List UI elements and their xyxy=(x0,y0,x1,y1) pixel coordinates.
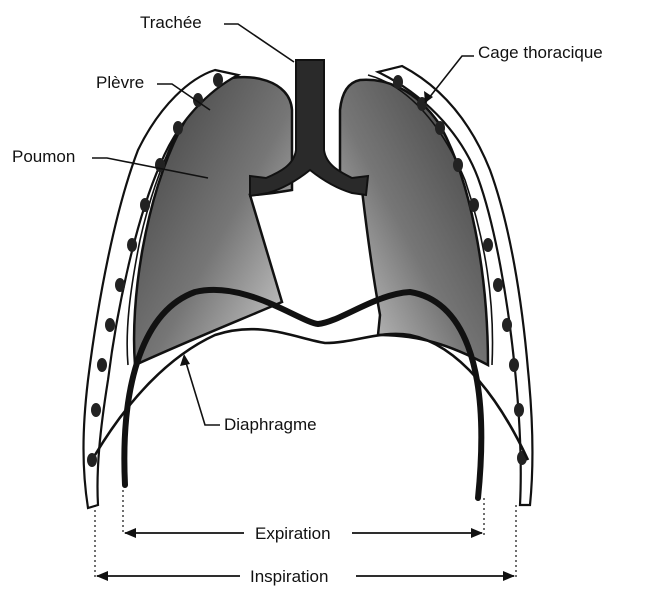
label-trachea: Trachée xyxy=(140,13,202,32)
expiration-measure: Expiration xyxy=(125,524,482,543)
rib-nodule xyxy=(105,318,115,332)
rib-nodule xyxy=(115,278,125,292)
rib-nodule xyxy=(393,75,403,89)
rib-nodule xyxy=(493,278,503,292)
rib-nodule xyxy=(97,358,107,372)
label-pleura: Plèvre xyxy=(96,73,144,92)
rib-nodule xyxy=(173,121,183,135)
rib-nodule xyxy=(509,358,519,372)
trachea-label-group: Trachée xyxy=(140,13,294,62)
leader-trachea xyxy=(224,24,294,62)
rib-nodule xyxy=(127,238,137,252)
diaphragm-label-group: Diaphragme xyxy=(180,354,317,434)
label-expiration: Expiration xyxy=(255,524,331,543)
rib-nodule xyxy=(453,158,463,172)
rib-nodule xyxy=(435,121,445,135)
rib-nodule xyxy=(502,318,512,332)
rib-nodule xyxy=(469,198,479,212)
label-rib-cage: Cage thoracique xyxy=(478,43,603,62)
label-lung: Poumon xyxy=(12,147,75,166)
rib-nodule xyxy=(213,73,223,87)
rib-nodule xyxy=(483,238,493,252)
label-inspiration: Inspiration xyxy=(250,567,328,586)
label-diaphragm: Diaphragme xyxy=(224,415,317,434)
inspiration-measure: Inspiration xyxy=(97,567,514,586)
leader-diaphragm xyxy=(184,356,220,425)
rib-cage-label-group: Cage thoracique xyxy=(424,43,603,103)
rib-nodule xyxy=(140,198,150,212)
rib-nodule xyxy=(91,403,101,417)
rib-nodule xyxy=(514,403,524,417)
